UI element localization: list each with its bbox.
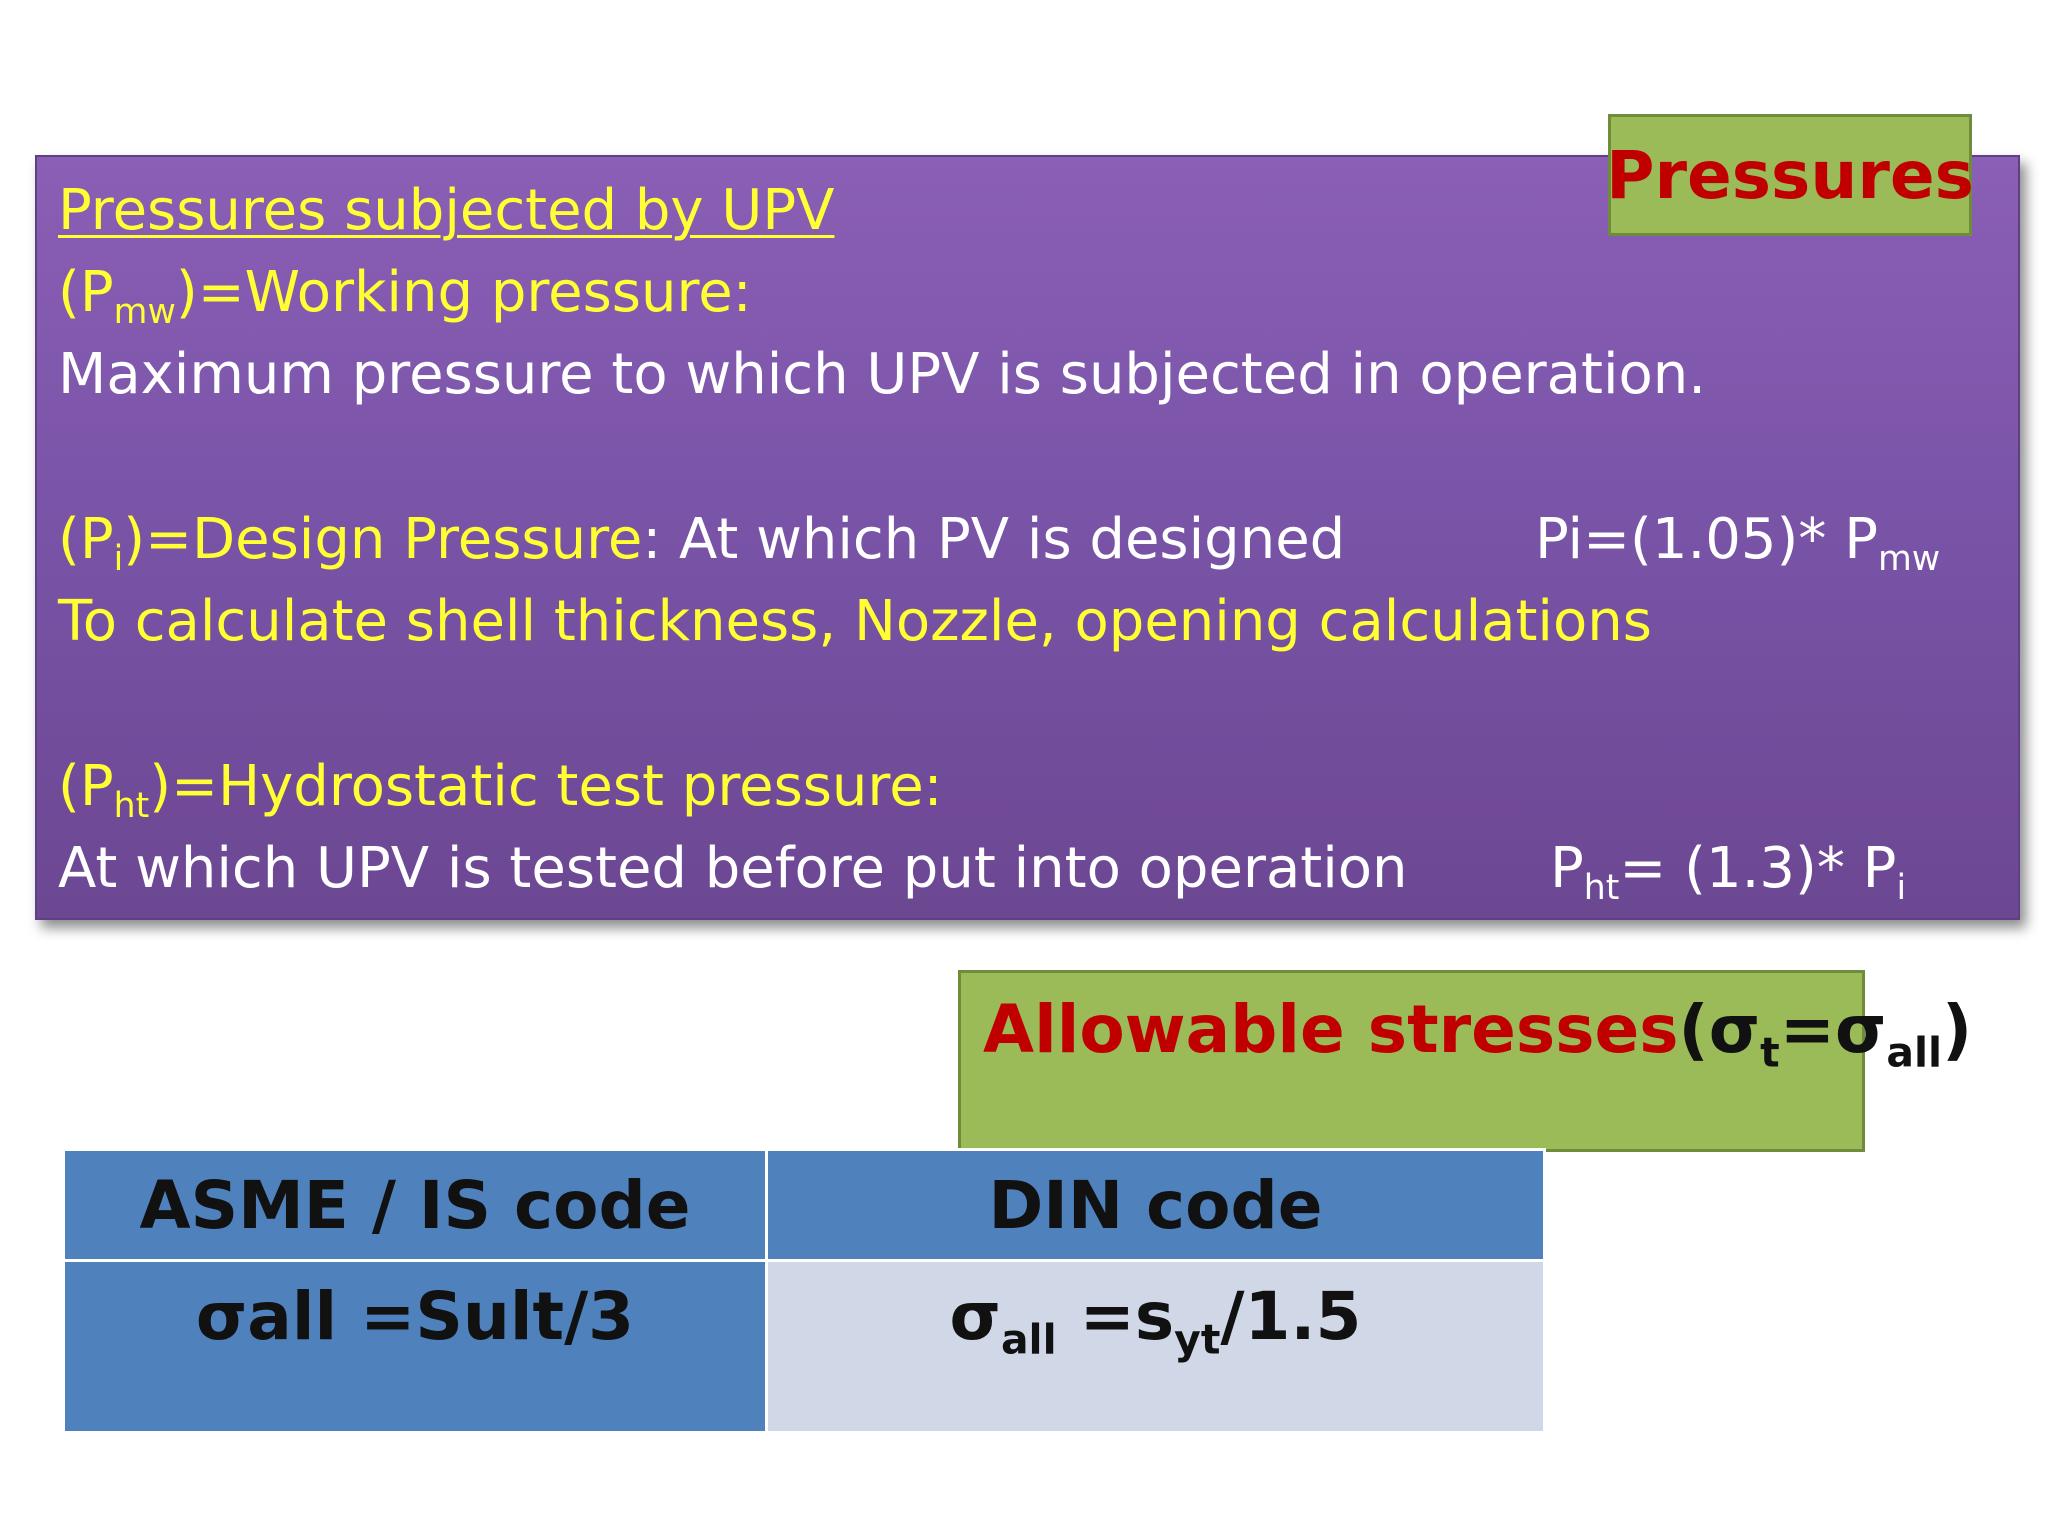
working-pressure-description: Maximum pressure to which UPV is subject… (58, 342, 1707, 407)
table-row: σall =Sult/3 σall =syt/1.5 (62, 1259, 1546, 1434)
table-header-row: ASME / IS code DIN code (62, 1148, 1546, 1262)
asme-formula-cell: σall =Sult/3 (62, 1259, 768, 1434)
din-formula-cell: σall =syt/1.5 (765, 1259, 1546, 1434)
pressures-label: Pressures (1606, 114, 1974, 236)
hydrostatic-pressure-title: (Pht)=Hydrostatic test pressure: (58, 754, 943, 827)
design-pressure-usage: To calculate shell thickness, Nozzle, op… (58, 589, 1652, 654)
design-pressure-title: (Pi)=Design Pressure: At which PV is des… (58, 507, 1346, 580)
pressures-panel (35, 155, 2020, 920)
hydrostatic-pressure-formula: Pht= (1.3)* Pi (1550, 836, 1907, 909)
header-asme-is-code: ASME / IS code (62, 1148, 768, 1262)
working-pressure-title: (Pmw)=Working pressure: (58, 260, 752, 333)
pressures-heading: Pressures subjected by UPV (58, 178, 835, 243)
header-din-code: DIN code (765, 1148, 1546, 1262)
hydrostatic-pressure-description: At which UPV is tested before put into o… (58, 836, 1408, 901)
allowable-stress-table: ASME / IS code DIN code σall =Sult/3 σal… (62, 1148, 1546, 1434)
allowable-stresses-label: Allowable stresses(σt=σall) (958, 970, 1972, 1152)
design-pressure-formula: Pi=(1.05)* Pmw (1535, 507, 1941, 580)
